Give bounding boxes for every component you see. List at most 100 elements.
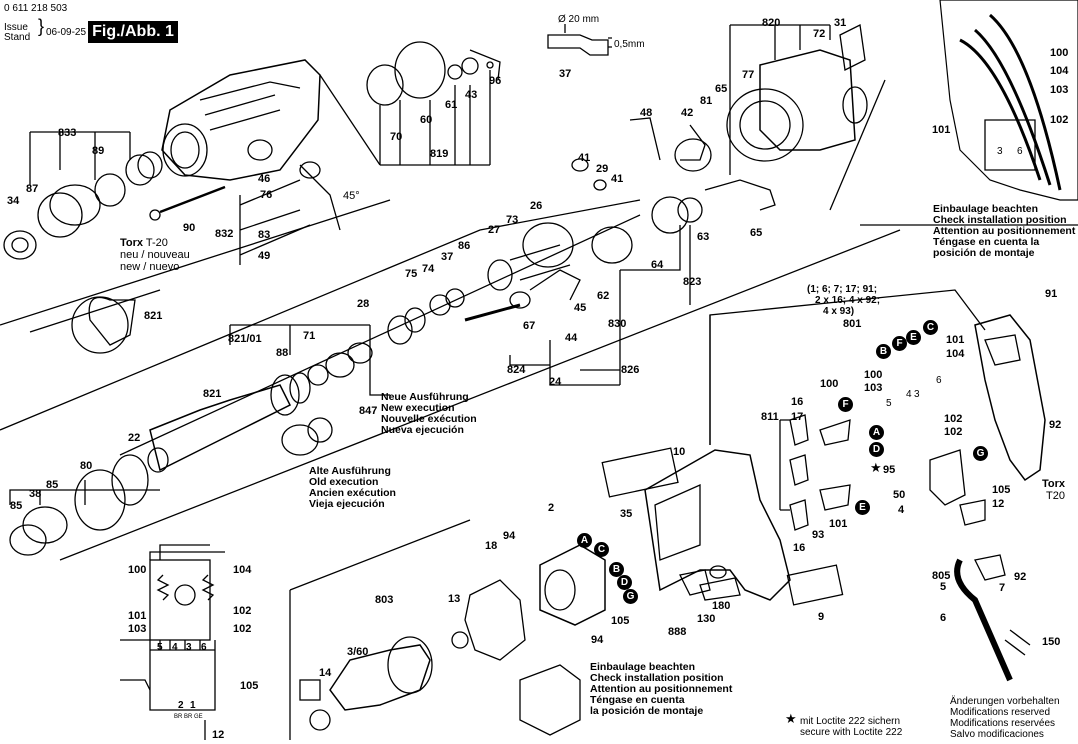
callout-22: 22 <box>128 432 141 444</box>
callout-833: 833 <box>58 127 77 139</box>
install-bottom-es2: la posición de montaje <box>590 705 704 717</box>
torx-right-size: T20 <box>1046 490 1065 502</box>
callout-105-wiring: 105 <box>240 680 259 692</box>
callout-92-bottom: 92 <box>1014 571 1027 583</box>
callout-70: 70 <box>390 131 403 143</box>
marker-D-stator: D <box>617 575 632 590</box>
callout-180: 180 <box>712 600 731 612</box>
mod-en: Modifications reserved <box>950 707 1051 718</box>
callout-81: 81 <box>700 95 713 107</box>
callout-830: 830 <box>608 318 627 330</box>
install-bottom-en: Check installation position <box>590 672 724 684</box>
figure-label: Fig./Abb. 1 <box>88 21 178 43</box>
new-exec-es: Nueva ejecución <box>381 424 464 436</box>
torx-left-size: T-20 <box>145 237 168 249</box>
callout-41-a: 41 <box>578 152 591 164</box>
callout-77: 77 <box>742 69 755 81</box>
callout-37-top: 37 <box>559 68 572 80</box>
stand-label: Stand <box>4 32 31 43</box>
loctite-en: secure with Loctite 222 <box>800 727 903 738</box>
callout-888: 888 <box>668 626 687 638</box>
callout-18: 18 <box>485 540 498 552</box>
callout-2: 2 <box>548 502 555 514</box>
callout-823: 823 <box>683 276 702 288</box>
loctite-star-footnote: ★ <box>785 711 797 726</box>
dim-05mm: 0,5mm <box>614 39 645 50</box>
callout-104-top: 104 <box>946 348 965 360</box>
terminal-3: 3 <box>186 642 192 653</box>
callout-12-wiring: 12 <box>212 729 225 741</box>
callout-65-b: 65 <box>750 227 763 239</box>
torx-right-title: Torx <box>1042 478 1066 490</box>
callout-90: 90 <box>183 222 196 234</box>
callout-96: 96 <box>489 75 502 87</box>
marker-D: D <box>869 442 884 457</box>
install-note-top: Einbaulage beachten Check installation p… <box>933 204 1075 259</box>
marker-F-brush: F <box>838 397 853 412</box>
marker-G: G <box>973 446 988 461</box>
callout-102-a: 102 <box>944 413 963 425</box>
callout-102-wiring-a: 102 <box>233 605 252 617</box>
callout-48: 48 <box>640 107 653 119</box>
callout-50: 50 <box>893 489 906 501</box>
pin-3-a: 3 <box>914 389 920 400</box>
callout-95: 95 <box>883 464 896 476</box>
old-exec-es: Vieja ejecución <box>309 498 385 510</box>
callout-61: 61 <box>445 99 458 111</box>
callout-12: 12 <box>992 498 1005 510</box>
pin-4: 4 <box>906 389 912 400</box>
callout-826: 826 <box>621 364 640 376</box>
photo-pin-3: 3 <box>997 146 1003 157</box>
new-exec-en: New execution <box>381 402 455 414</box>
part-number: 0 611 218 503 <box>4 3 68 14</box>
callout-49: 49 <box>258 250 271 262</box>
callout-5: 5 <box>940 581 947 593</box>
callout-80: 80 <box>80 460 93 472</box>
callout-76: 76 <box>260 189 273 201</box>
callout-85-bottom: 85 <box>10 500 23 512</box>
callout-37-b: 37 <box>441 251 454 263</box>
band-middle <box>0 199 641 431</box>
callout-100-wiring: 100 <box>128 564 147 576</box>
callout-13: 13 <box>448 593 461 605</box>
callout-62: 62 <box>597 290 610 302</box>
terminal-6: 6 <box>201 642 207 653</box>
marker-A-stator: A <box>577 533 592 548</box>
callout-102-b: 102 <box>944 426 963 438</box>
callout-42: 42 <box>681 107 694 119</box>
new-exec-de: Neue Ausführung <box>381 391 469 403</box>
callout-14: 14 <box>319 667 332 679</box>
terminal-2: 2 <box>178 700 184 711</box>
callout-819: 819 <box>430 148 449 160</box>
callout-89: 89 <box>92 145 105 157</box>
angle-45-label: 45° <box>343 190 360 202</box>
terminal-1: 1 <box>190 700 196 711</box>
install-top-fr: Attention au positionnement <box>933 225 1076 237</box>
callout-24: 24 <box>549 376 562 388</box>
callout-821-01: 821/01 <box>228 333 262 345</box>
mod-de: Änderungen vorbehalten <box>950 696 1060 707</box>
callout-150: 150 <box>1042 636 1061 648</box>
torx-left: Torx T-20 <box>120 237 168 249</box>
marker-C-stator: C <box>594 542 609 557</box>
marker-G-stator: G <box>623 589 638 604</box>
callout-9: 9 <box>818 611 825 623</box>
callout-105-b: 105 <box>611 615 630 627</box>
marker-E: E <box>906 330 921 345</box>
install-top-en: Check installation position <box>933 214 1067 226</box>
old-execution-note: Alte Ausführung Old execution Ancien exé… <box>309 466 396 510</box>
callout-103-photo: 103 <box>1050 84 1069 96</box>
callout-821: 821 <box>203 388 222 400</box>
callout-101-photo: 101 <box>932 124 951 136</box>
callout-16-b: 16 <box>793 542 806 554</box>
callout-820: 820 <box>762 17 781 29</box>
callout-847: 847 <box>359 405 378 417</box>
callout-86: 86 <box>458 240 471 252</box>
pin-6-a: 6 <box>936 375 942 386</box>
callout-3-60: 3/60 <box>347 646 369 658</box>
callout-71: 71 <box>303 330 316 342</box>
mod-fr: Modifications reservées <box>950 718 1056 729</box>
old-exec-en: Old execution <box>309 476 379 488</box>
new-exec-fr: Nouvelle exécution <box>381 413 477 425</box>
